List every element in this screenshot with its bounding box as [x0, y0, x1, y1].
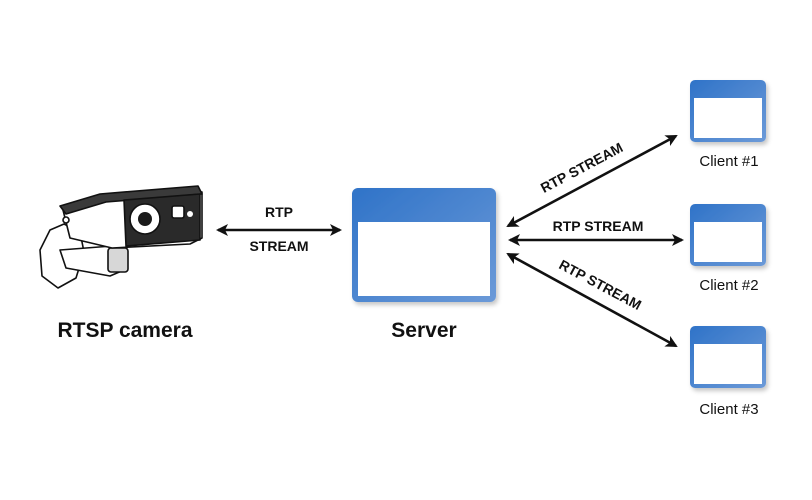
security-camera-icon	[39, 185, 203, 289]
camera-link-label-line1: RTP	[265, 204, 293, 220]
client1-arrow	[506, 134, 678, 228]
client1-window-icon	[690, 80, 766, 142]
client2-window-icon	[690, 204, 766, 266]
client2-label: Client #2	[699, 277, 758, 294]
camera-link-label-line2: STREAM	[249, 238, 308, 254]
client3-window-body	[694, 344, 762, 384]
client2-link-label: RTP STREAM	[553, 218, 644, 234]
client3-arrow	[506, 252, 678, 348]
server-window-icon	[352, 188, 496, 302]
camera-hood	[59, 185, 203, 215]
server-window-body	[358, 222, 490, 296]
client1-window-body	[694, 98, 762, 138]
camera-side-dot	[62, 216, 70, 224]
server-label: Server	[391, 319, 456, 342]
camera-led	[187, 211, 193, 217]
client2-window-body	[694, 222, 762, 262]
client3-window-icon	[690, 326, 766, 388]
camera-sensor	[171, 205, 185, 219]
camera-label: RTSP camera	[57, 319, 192, 342]
client1-label: Client #1	[699, 153, 758, 170]
client3-label: Client #3	[699, 401, 758, 418]
camera-mount-joint	[107, 247, 129, 273]
camera-lens-inner	[138, 212, 152, 226]
